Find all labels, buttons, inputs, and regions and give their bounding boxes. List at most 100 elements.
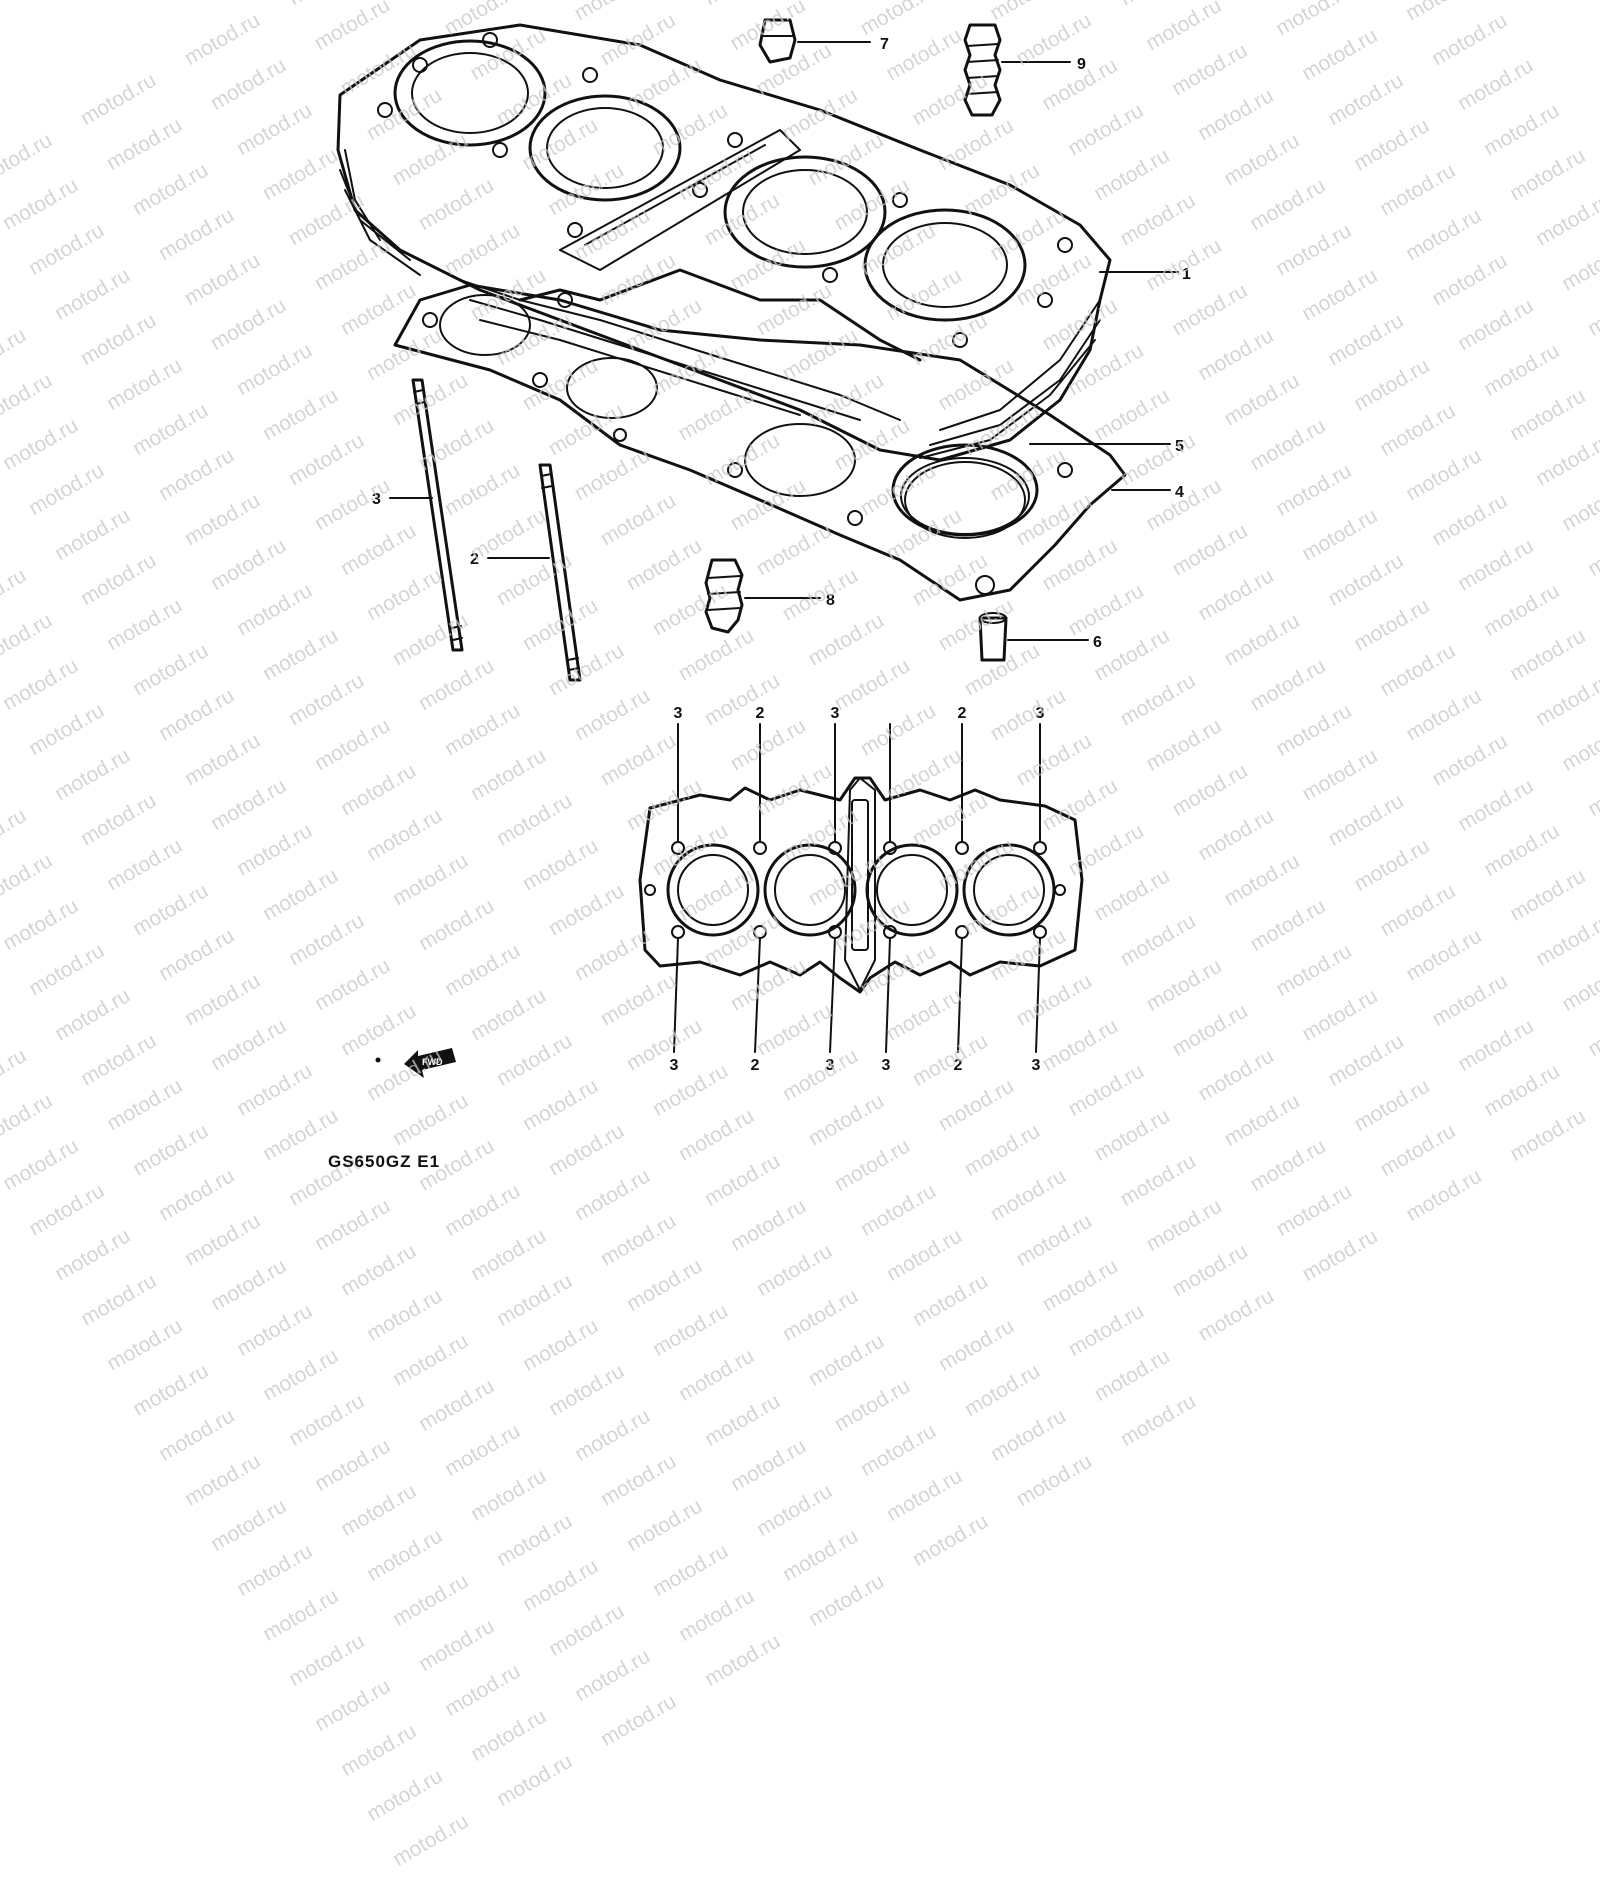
watermark-text: motod.ru	[414, 1374, 499, 1436]
watermark-text: motod.ru	[336, 1479, 421, 1541]
watermark-text: motod.ru	[180, 1209, 265, 1271]
watermark-text: motod.ru	[1012, 1449, 1096, 1512]
callout-7: 7	[880, 36, 889, 53]
watermark-text: motod.ru	[440, 1419, 525, 1481]
watermark-text: motod.ru	[1116, 1389, 1200, 1452]
watermark-text: motod.ru	[232, 1299, 317, 1361]
watermark-text: motod.ru	[336, 1239, 421, 1301]
watermark-text: motod.ru	[259, 1584, 343, 1646]
watermark-text: motod.ru	[804, 1569, 889, 1632]
bolt-label-bottom-3: 3	[826, 1057, 835, 1074]
watermark-text: motod.ru	[778, 1284, 862, 1346]
watermark-text: motod.ru	[51, 1224, 135, 1286]
cylinder-exploded-diagram: 1 2 3 4 5 6 7 8 9	[336, 18, 1191, 1078]
watermark-text: motod.ru	[337, 1719, 421, 1781]
watermark-text: motod.ru	[596, 1449, 681, 1511]
model-code: GS650GZ E1	[328, 1152, 441, 1171]
watermark-text: motod.ru	[1168, 1239, 1252, 1301]
watermark-text: motod.ru	[389, 1809, 473, 1872]
watermark-text: motod.ru	[1090, 1344, 1174, 1406]
watermark-text: motod.ru	[362, 1524, 447, 1586]
watermark-text: motod.ru	[181, 1449, 265, 1511]
watermark-text: motod.ru	[233, 1539, 317, 1601]
callout-3: 3	[372, 491, 381, 508]
watermark-text: motod.ru	[544, 1359, 629, 1421]
watermark-text: motod.ru	[155, 1404, 239, 1466]
watermark-text: motod.ru	[284, 1389, 369, 1451]
watermark-text: motod.ru	[648, 1539, 733, 1601]
watermark-text: motod.ru	[388, 1569, 473, 1631]
watermark-text: motod.ru	[466, 1224, 551, 1286]
watermark-text: motod.ru	[856, 1419, 940, 1481]
watermark-text: motod.ru	[596, 1209, 681, 1271]
watermark-text: motod.ru	[674, 1584, 759, 1646]
watermark-text: motod.ru	[1194, 1284, 1278, 1346]
watermark-text: motod.ru	[207, 1494, 291, 1556]
callout-4: 4	[1175, 484, 1184, 501]
stud-short	[538, 463, 582, 682]
watermark-text: motod.ru	[648, 1299, 733, 1361]
cylinder-block	[336, 23, 1112, 462]
watermark-text: motod.ru	[1012, 1209, 1096, 1271]
dowel-pin-small	[758, 18, 797, 64]
callout-2: 2	[470, 551, 479, 568]
o-ring-stack-bottom	[704, 558, 744, 634]
bolt-label-bottom-6: 3	[1032, 1057, 1041, 1074]
watermark-text: motod.ru	[1064, 1299, 1148, 1361]
stud-long	[411, 378, 464, 652]
watermark-text: motod.ru	[726, 1434, 811, 1496]
watermark-text: motod.ru	[700, 1629, 785, 1692]
watermark-text: motod.ru	[830, 1374, 914, 1436]
watermark-text: motod.ru	[414, 1614, 499, 1676]
watermark-text: motod.ru	[752, 1239, 836, 1301]
callout-5: 5	[1175, 438, 1184, 455]
watermark-text: motod.ru	[310, 1434, 395, 1496]
bolt-label-top-1: 3	[674, 705, 683, 722]
callout-9: 9	[1077, 56, 1086, 73]
watermark-text: motod.ru	[206, 1254, 291, 1316]
watermark-text: motod.ru	[596, 1689, 681, 1752]
watermark-text: motod.ru	[285, 1629, 369, 1691]
bolt-label-bottom-4: 3	[882, 1057, 891, 1074]
o-ring-stack-top	[963, 23, 1002, 117]
watermark-text: motod.ru	[362, 1284, 447, 1346]
cylinder-base-gasket	[393, 283, 1127, 602]
watermark-text: motod.ru	[544, 1599, 629, 1661]
watermark-text: motod.ru	[311, 1674, 395, 1736]
front-arrow-label: FWD	[422, 1057, 443, 1067]
watermark-text: motod.ru	[466, 1464, 551, 1526]
bolt-label-bottom-5: 2	[954, 1057, 963, 1074]
watermark-text: motod.ru	[882, 1464, 966, 1526]
watermark-text: motod.ru	[622, 1254, 707, 1316]
watermark-text: motod.ru	[752, 1479, 837, 1541]
bolt-label-bottom-1: 3	[670, 1057, 679, 1074]
watermark-text: motod.ru	[1038, 1254, 1122, 1316]
watermark-text: motod.ru	[103, 1314, 187, 1376]
callouts: 1 2 3 4 5 6 7 8 9	[372, 36, 1191, 651]
watermark-text: motod.ru	[986, 1404, 1070, 1466]
dowel-pin	[978, 612, 1008, 662]
watermark-text: motod.ru	[700, 1389, 785, 1451]
watermark-text: motod.ru	[129, 1359, 213, 1421]
callout-1: 1	[1182, 266, 1191, 283]
watermark-text: motod.ru	[908, 1269, 992, 1331]
watermark-text: motod.ru	[363, 1764, 447, 1826]
callout-8: 8	[826, 592, 835, 609]
watermark-text: motod.ru	[882, 1224, 966, 1286]
watermark-text: motod.ru	[778, 1524, 863, 1586]
watermark-text: motod.ru	[908, 1509, 992, 1572]
bolt-label-top-5: 2	[958, 705, 967, 722]
watermark-text: motod.ru	[570, 1644, 655, 1706]
watermark-text: motod.ru	[440, 1659, 525, 1721]
callout-6: 6	[1093, 634, 1102, 651]
watermark-text: motod.ru	[622, 1494, 707, 1556]
bolt-label-bottom-2: 2	[751, 1057, 760, 1074]
bore-gasket-ring	[891, 443, 1039, 537]
watermark-text: motod.ru	[466, 1704, 551, 1766]
bolt-label-top-2: 2	[756, 705, 765, 722]
bolt-pattern-view: 3 2 3 2 3 3 2 3 3 2 3	[638, 705, 1084, 1074]
watermark-text: motod.ru	[492, 1509, 577, 1571]
watermark-text: motod.ru	[77, 1269, 161, 1331]
watermark-text: motod.ru	[570, 1404, 655, 1466]
watermark-text: motod.ru	[518, 1314, 603, 1376]
